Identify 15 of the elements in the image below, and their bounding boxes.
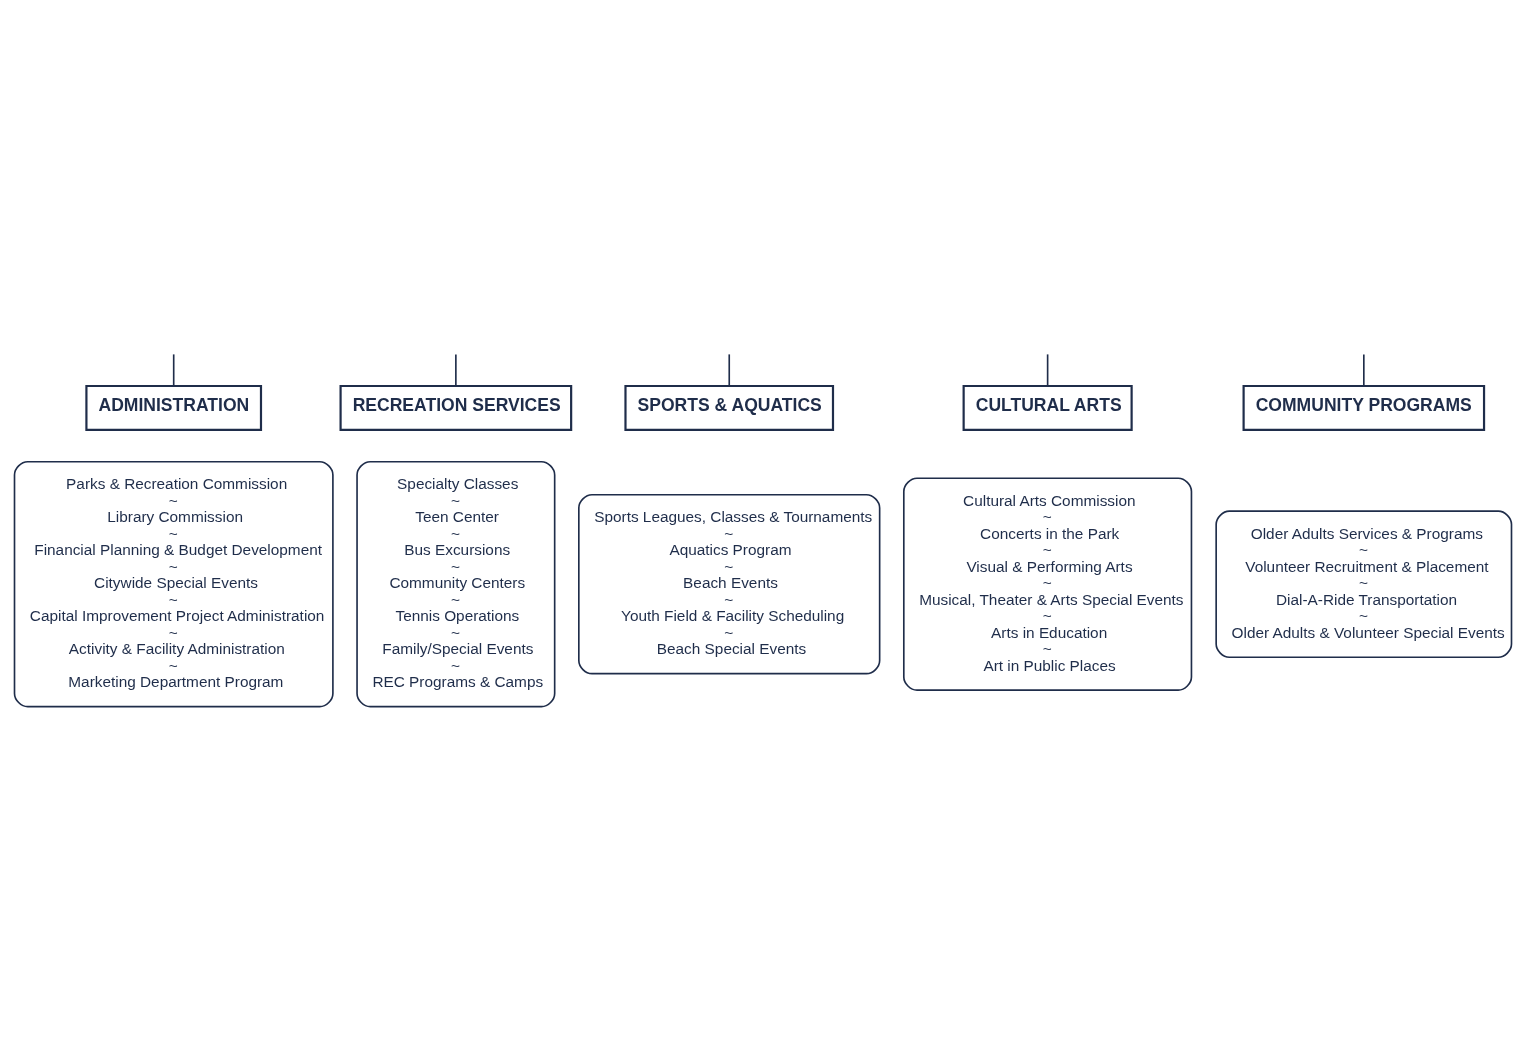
node-box: RECREATION SERVICES [338,384,572,431]
connector [454,353,457,387]
node-box: CULTURAL ARTS [962,384,1133,431]
node-box: Sports Leagues, Classes & Tournaments ~ Aquatics Program ~ Beach Events ~ Youth Field & Facility Scheduling ~ Beach Special Events [577,493,880,674]
connector [727,353,730,387]
connector [1362,353,1365,387]
connector [1046,353,1048,387]
node-box: Older Adults Services & Programs ~ Volunteer Recruitment & Placement ~ Dial-A-Ride Transportation ~ Older Adults & Volunteer Special Events [1214,509,1512,658]
node-box: Parks & Recreation Commission ~ Library Commission ~ Financial Planning & Budget Development ~ Citywide Special Events ~ Capital Improvement Project Administration ~ Activity & Facility Administration ~ Marketing Department Program [13,460,334,707]
node-box: Cultural Arts Commission ~ Concerts in the Park ~ Visual & Performing Arts ~ Musical, Theater & Arts Special Events ~ Arts in Education ~ Art in Public Places [902,476,1192,691]
node-box: SPORTS & AQUATICS [623,384,834,431]
node-box: COMMUNITY PROGRAMS [1242,384,1485,431]
node-box: ADMINISTRATION [84,384,262,431]
connector [172,353,175,387]
node-box: Specialty Classes ~ Teen Center ~ Bus Excursions ~ Community Centers ~ Tennis Operations ~ Family/Special Events ~ REC Programs & Camps [355,460,555,707]
